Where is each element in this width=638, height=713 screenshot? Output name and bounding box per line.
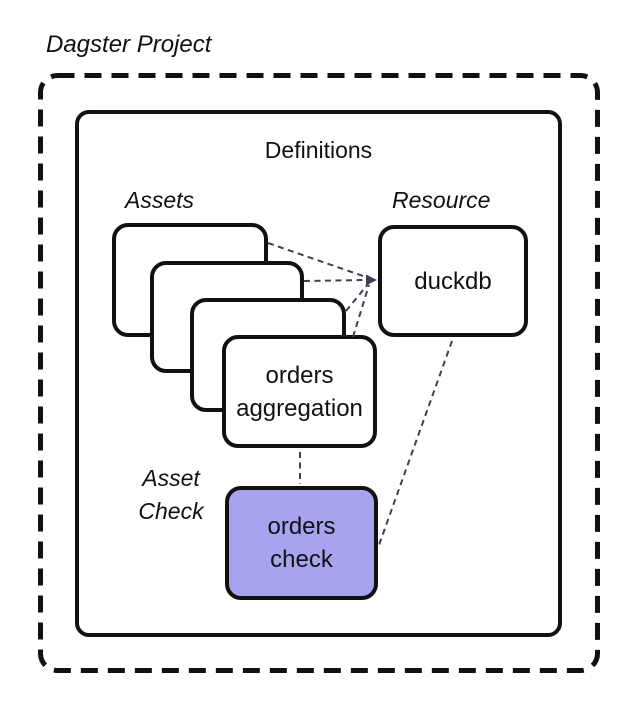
asset-check-card-orders-check: orders check: [225, 486, 378, 600]
orders-check-label-line1: orders: [267, 513, 336, 540]
resource-card-duckdb: duckdb: [378, 225, 528, 337]
asset-check-group-label: Asset Check: [111, 462, 231, 528]
assets-group-label: Assets: [125, 187, 195, 213]
project-title: Dagster Project: [46, 31, 212, 58]
asset-card-orders-aggregation: orders aggregation: [222, 335, 377, 448]
orders-aggregation-label-line2: aggregation: [236, 394, 363, 422]
orders-aggregation-label-line1: orders: [265, 361, 334, 389]
asset-check-label-line2: Check: [138, 498, 204, 524]
asset-check-label-line1: Asset: [142, 465, 200, 491]
definitions-label: Definitions: [264, 137, 373, 163]
orders-check-label-line2: check: [270, 546, 333, 573]
duckdb-label: duckdb: [414, 267, 492, 295]
resource-group-label: Resource: [392, 187, 491, 213]
